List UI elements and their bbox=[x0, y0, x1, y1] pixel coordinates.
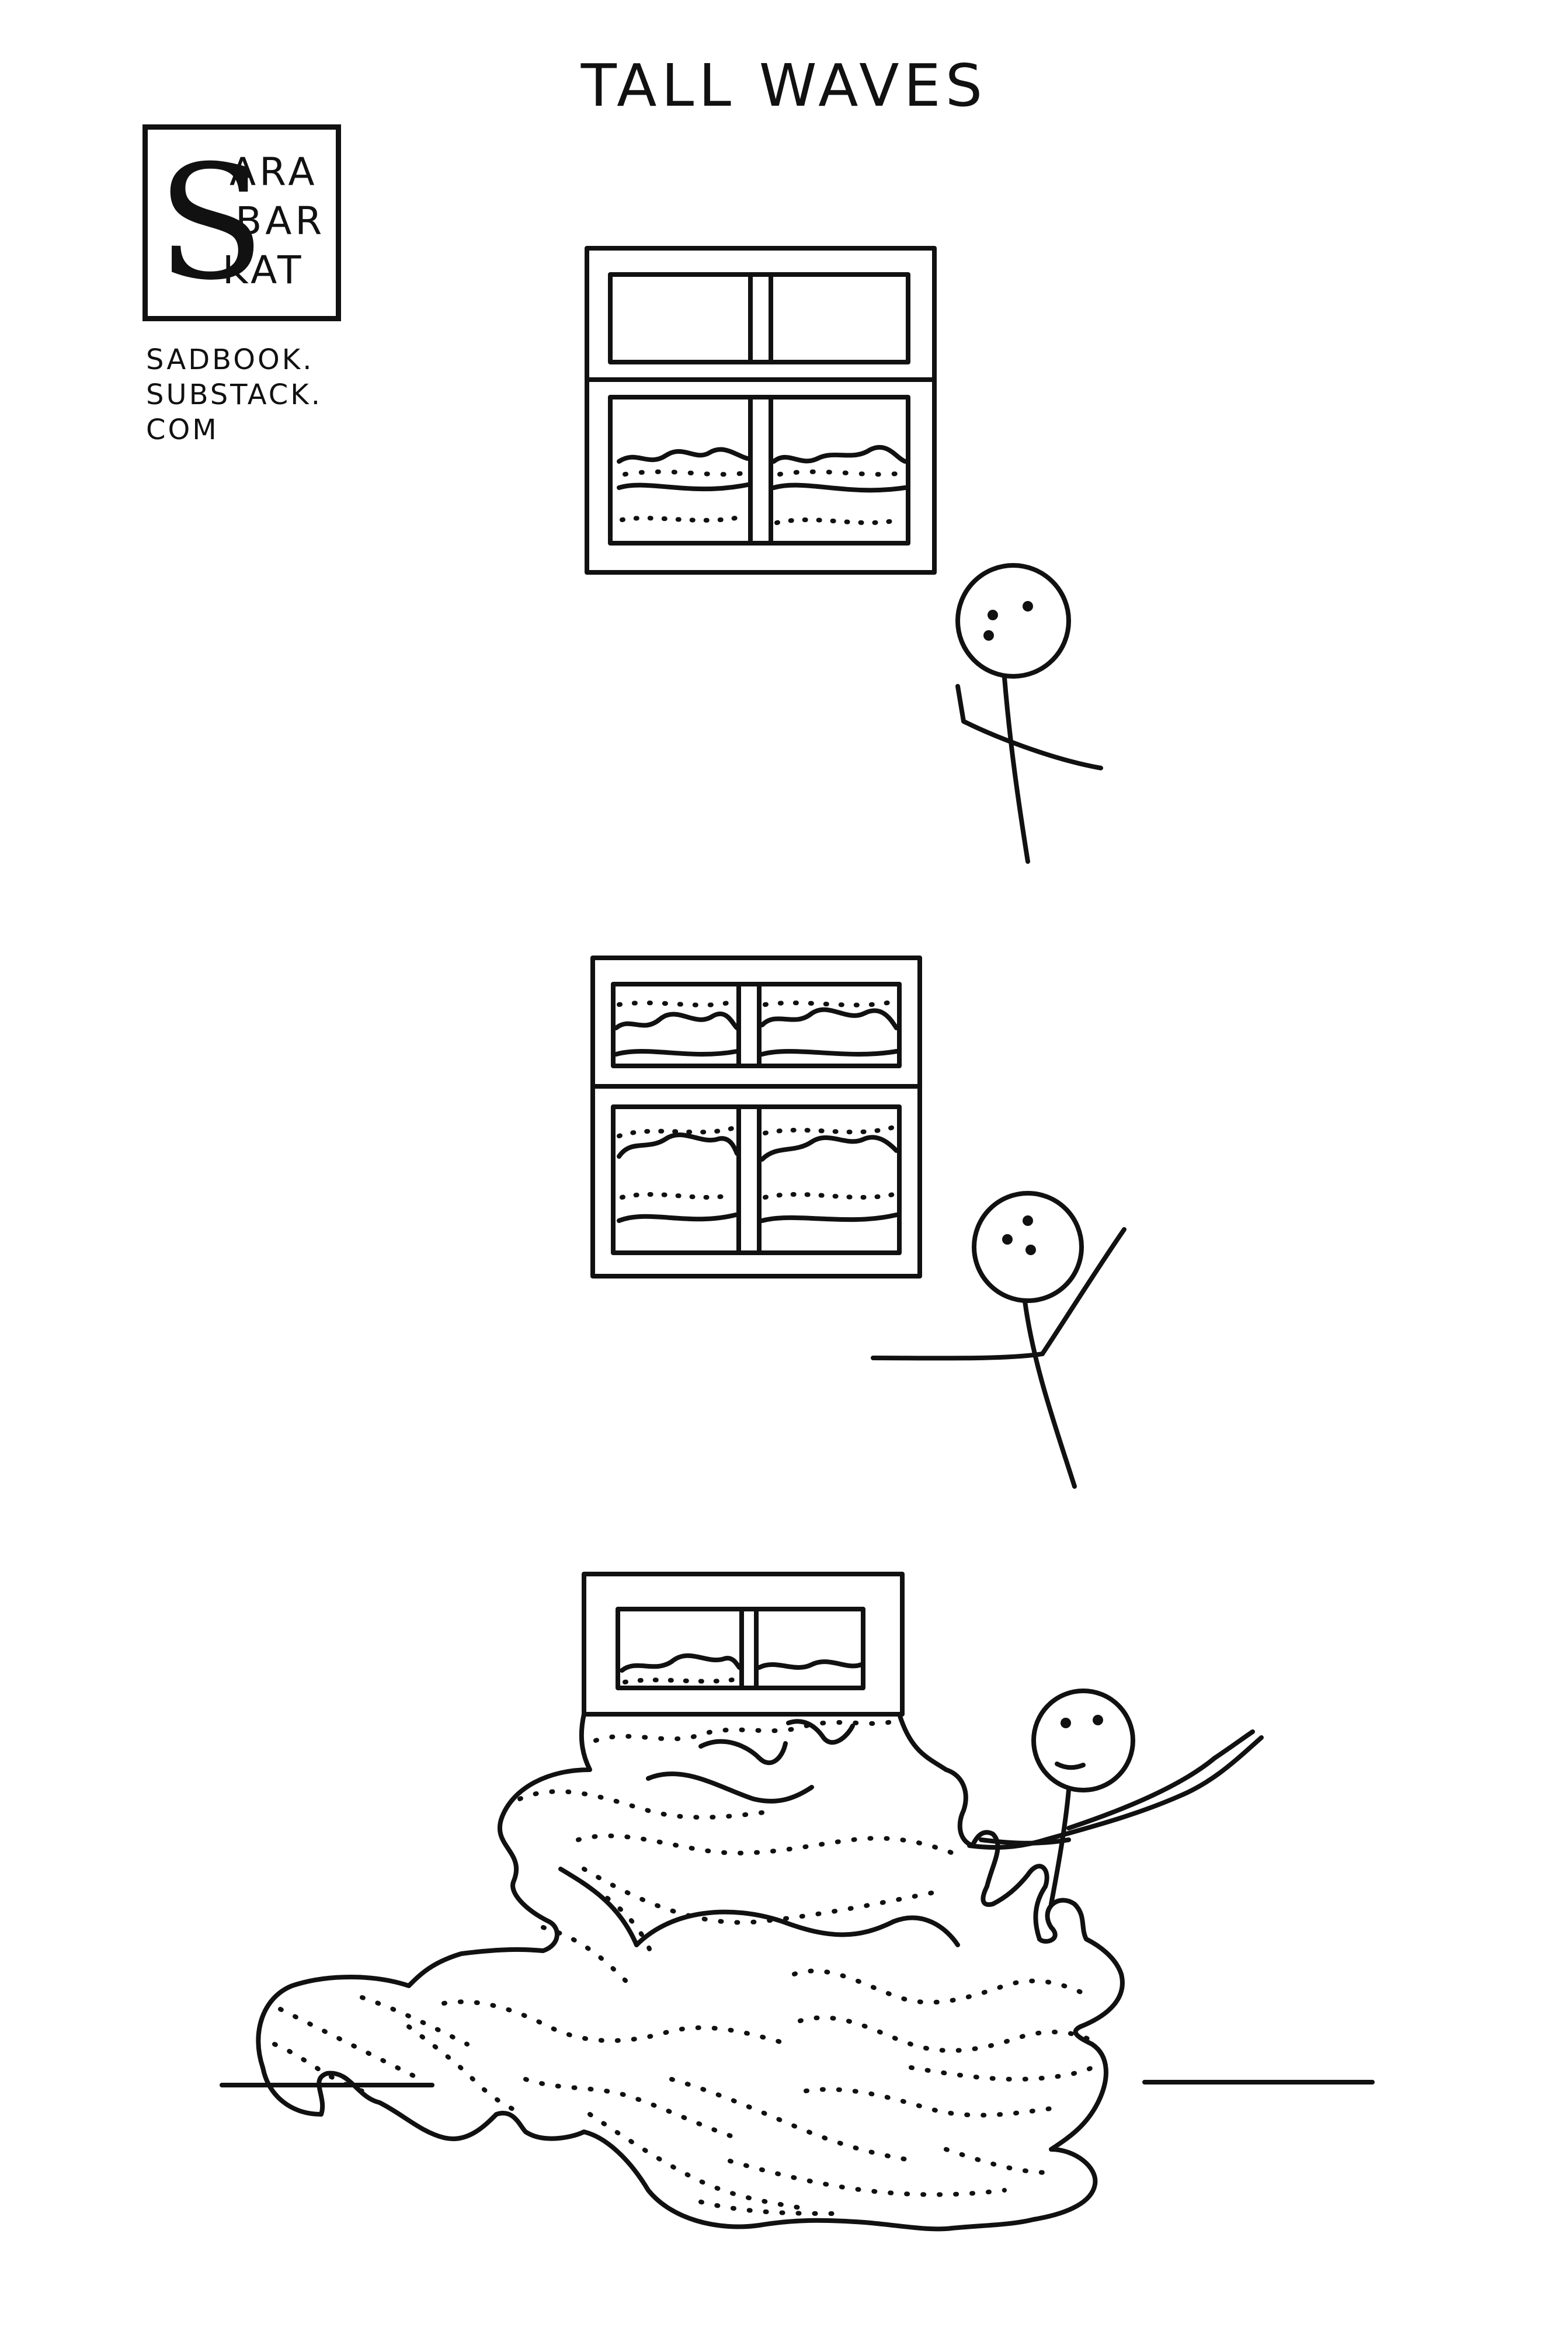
stick-figure-1 bbox=[955, 563, 1103, 864]
url-line-2: SUBSTACK. bbox=[146, 378, 322, 411]
window-3 bbox=[582, 1572, 905, 1717]
url-line-1: SADBOOK. bbox=[146, 343, 314, 376]
panel-3-waves-flooding bbox=[220, 1572, 1375, 2232]
flood-dots bbox=[272, 1718, 1100, 2216]
stick-figure-2-face bbox=[1002, 1215, 1036, 1255]
logo-line-1: ARA bbox=[230, 150, 318, 194]
logo-letter-s: S bbox=[157, 131, 265, 315]
stick-figure-3 bbox=[979, 1689, 1255, 1906]
logo-line-3: KAT bbox=[222, 248, 305, 293]
stick-figure-3-mouth bbox=[1055, 1762, 1086, 1770]
flood-wave bbox=[256, 1712, 1264, 2232]
comic-title: TALL WAVES bbox=[580, 51, 988, 120]
window-1-waves bbox=[617, 444, 908, 525]
ground-line bbox=[220, 2080, 1375, 2087]
url-line-3: COM bbox=[146, 414, 219, 446]
logo-line-2: BAR bbox=[235, 199, 326, 244]
stick-figure-3-face bbox=[1061, 1715, 1103, 1728]
window-1 bbox=[585, 246, 937, 575]
stick-figure-1-face bbox=[983, 601, 1033, 641]
stick-figure-2 bbox=[871, 1191, 1127, 1489]
panel-1-waves-low bbox=[585, 246, 1103, 864]
window-3-waves bbox=[620, 1653, 864, 1684]
author-logo: S ARA BAR KAT bbox=[142, 124, 341, 321]
window-2-waves bbox=[614, 999, 899, 1223]
panel-2-waves-rising bbox=[590, 956, 1127, 1489]
